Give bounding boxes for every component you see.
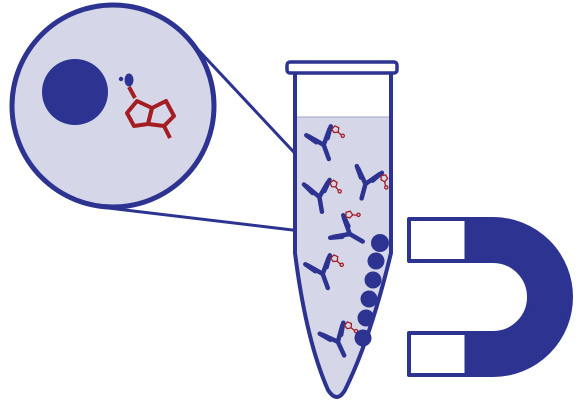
captured-beads xyxy=(354,234,389,347)
buffer-solution xyxy=(295,117,391,397)
horseshoe-magnet xyxy=(407,217,573,377)
magnified-view-circle xyxy=(9,2,217,210)
magnetic-bead xyxy=(42,59,134,125)
linker-molecule xyxy=(125,86,176,139)
microcentrifuge-tube xyxy=(285,60,399,399)
